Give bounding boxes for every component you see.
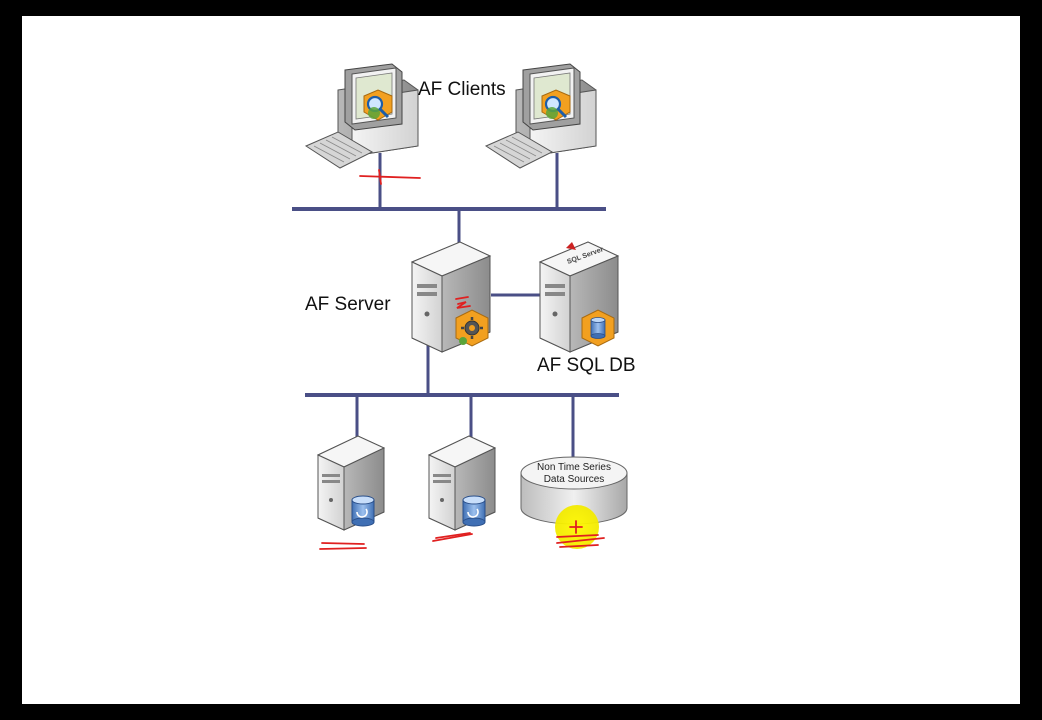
data-source-server-2: [427, 435, 497, 531]
database-icon: [462, 495, 486, 527]
network-lines: [292, 153, 619, 458]
af-server-gear-icon: [455, 309, 489, 347]
af-client-badge-icon: [363, 89, 393, 121]
annotation-client-underline: [359, 175, 421, 179]
af-sql-db-label: AF SQL DB: [537, 355, 636, 376]
af-client-badge-icon: [541, 89, 571, 121]
af-client-workstation-2: [484, 63, 597, 169]
annotation-ds3-underline-1: [556, 534, 599, 538]
annotation-ds1-underline-1: [321, 542, 365, 545]
non-time-series-data-source-cylinder: [520, 456, 628, 525]
annotation-ds2-underline-2: [435, 532, 471, 539]
af-server-tower: [410, 241, 492, 353]
right-black-edge: [1020, 0, 1042, 720]
red-annotations: [319, 169, 605, 550]
annotation-ds3-underline-3: [559, 544, 599, 548]
annotation-ds3-underline-2: [556, 537, 605, 544]
database-icon: [351, 495, 375, 527]
data-source-cylinder-label: Non Time Series Data Sources: [521, 462, 627, 486]
annotation-server-mark-1: [455, 296, 469, 300]
af-client-workstation-1: [304, 63, 419, 169]
af-server-label: AF Server: [305, 294, 391, 315]
annotation-ds1-underline-2: [319, 547, 367, 550]
annotation-server-mark-2: [456, 301, 471, 309]
data-source-server-1: [316, 435, 386, 531]
annotation-client-tick: [378, 169, 382, 185]
af-clients-label: AF Clients: [418, 79, 506, 100]
data-source-line-1: Non Time Series: [537, 462, 611, 473]
data-source-line-2: Data Sources: [543, 474, 605, 485]
annotation-ds2-underline-1: [432, 533, 473, 542]
af-sql-db-server: SQL Server: [538, 241, 620, 353]
database-badge-icon: [581, 309, 615, 347]
